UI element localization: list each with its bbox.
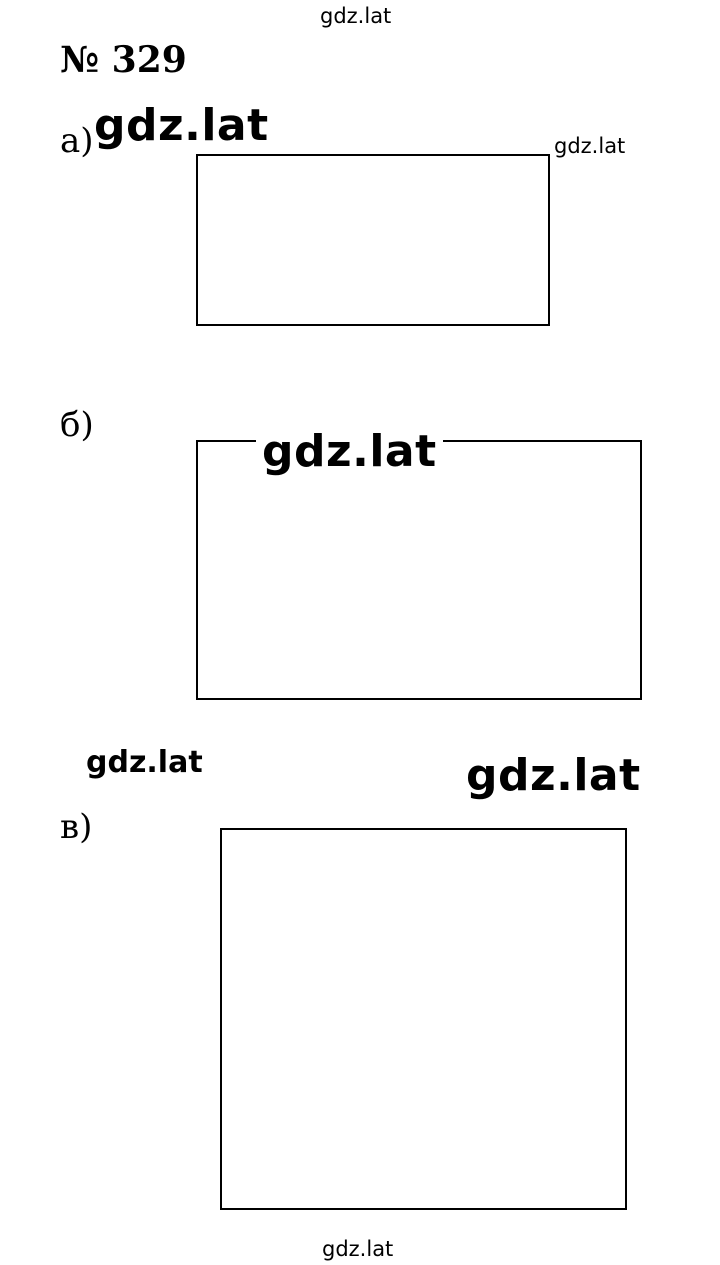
watermark-part-b: gdz.lat <box>256 430 443 474</box>
watermark-part-a: gdz.lat <box>94 100 269 151</box>
watermark-part-a-small: gdz.lat <box>554 134 626 158</box>
rectangle-a <box>196 154 550 326</box>
part-b-label: б) <box>60 405 94 445</box>
rectangle-b <box>196 440 642 700</box>
watermark-middle-left: gdz.lat <box>86 745 203 780</box>
part-a-label: а) <box>60 121 94 161</box>
square-c <box>220 828 627 1210</box>
watermark-top: gdz.lat <box>320 4 392 28</box>
watermark-middle-right: gdz.lat <box>466 750 641 801</box>
watermark-bottom: gdz.lat <box>322 1237 394 1261</box>
part-c-label: в) <box>60 807 93 847</box>
problem-number: № 329 <box>60 39 187 81</box>
